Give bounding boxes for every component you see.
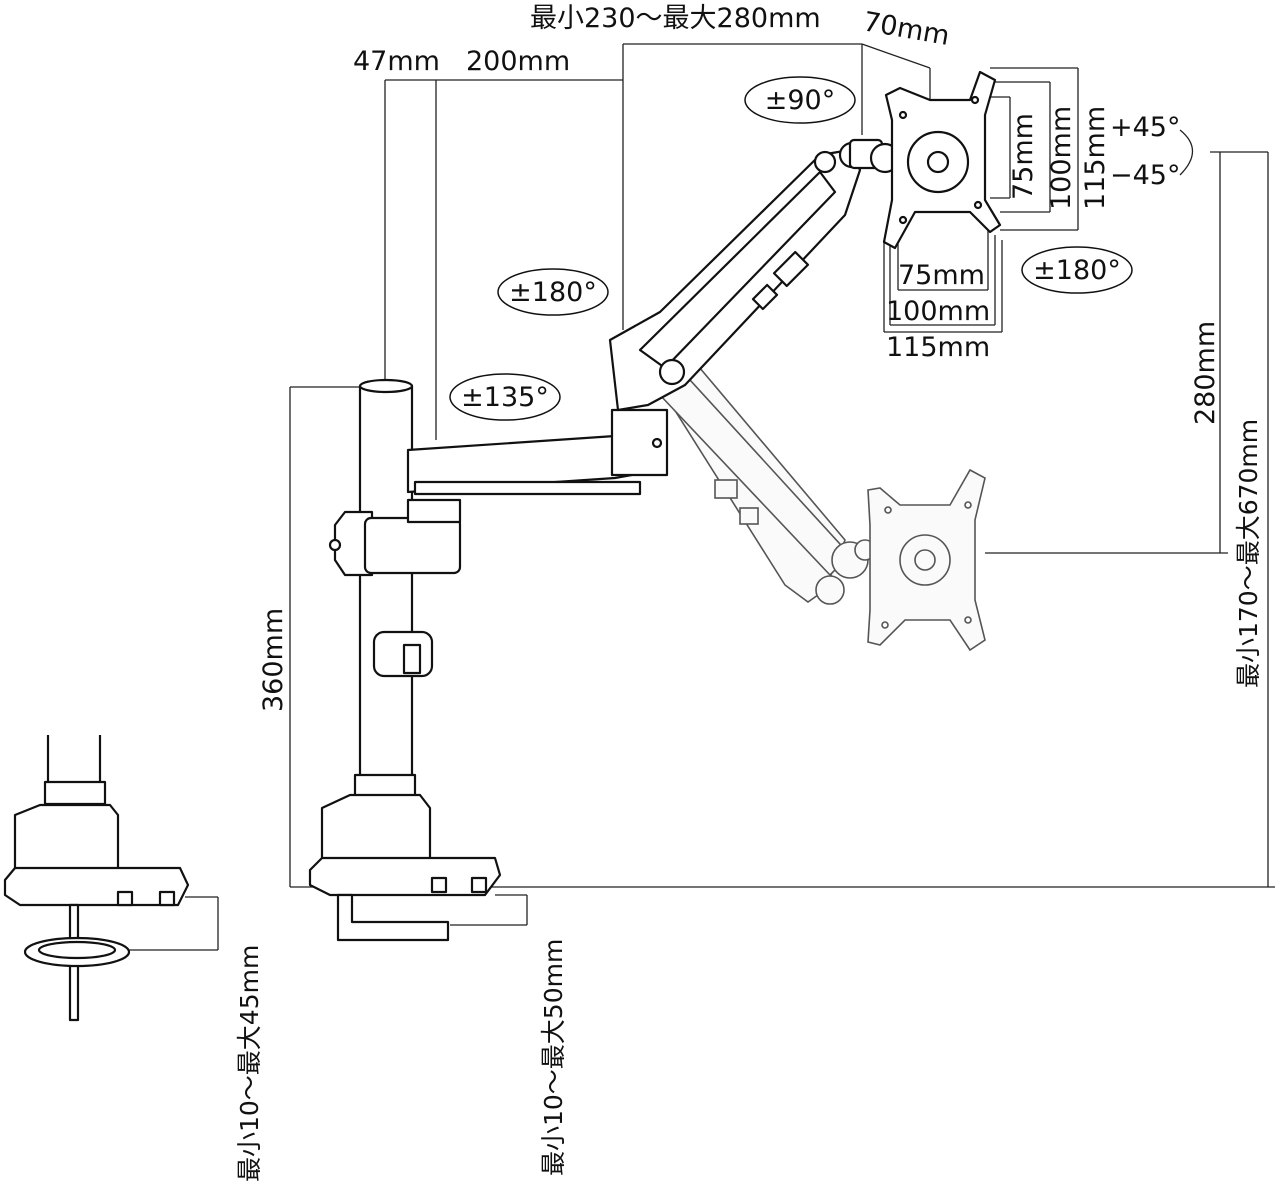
svg-text:±90°: ±90°	[765, 85, 835, 116]
clamp-thickness-label: 最小10～最大50mm	[539, 939, 568, 1176]
reach-range-label: 最小230～最大280mm	[530, 3, 821, 34]
rotation-arm-joint-2: ±135°	[449, 373, 561, 421]
vesa-v-100-label: 100mm	[1046, 106, 1077, 210]
vesa-v-115-label: 115mm	[1080, 106, 1111, 210]
first-arm-label: 200mm	[466, 46, 570, 77]
total-height-range-label: 最小170～最大670mm	[1234, 419, 1263, 688]
svg-text:−45°: −45°	[1110, 160, 1180, 191]
rotation-arm-joint-1: ±180°	[497, 268, 609, 316]
pole-height-label: 360mm	[258, 608, 289, 712]
second-arm	[608, 138, 901, 412]
vesa-h-115-label: 115mm	[886, 332, 990, 363]
grommet-thickness-label: 最小10～最大45mm	[235, 945, 264, 1182]
vesa-v-75-label: 75mm	[1008, 113, 1039, 200]
lowered-arm-ghost	[638, 333, 986, 652]
vesa-plate	[882, 70, 1002, 250]
pole-offset-label: 47mm	[353, 46, 440, 77]
tilt-joint-label: 70mm	[861, 6, 952, 52]
vesa-h-100-label: 100mm	[886, 296, 990, 327]
tilt-indicator: +45° −45°	[1110, 112, 1194, 191]
vesa-h-75-label: 75mm	[898, 260, 985, 291]
svg-text:±135°: ±135°	[461, 382, 549, 413]
svg-text:+45°: +45°	[1110, 112, 1180, 143]
arm-height-travel-label: 280mm	[1190, 321, 1221, 425]
first-arm	[406, 408, 669, 496]
pole-and-clamp	[308, 378, 502, 942]
svg-text:±180°: ±180°	[1033, 255, 1121, 286]
rotation-vesa: ±90°	[744, 76, 856, 124]
grommet-inset	[3, 735, 190, 1022]
rotation-swivel: ±180°	[1021, 246, 1133, 294]
svg-text:±180°: ±180°	[509, 277, 597, 308]
